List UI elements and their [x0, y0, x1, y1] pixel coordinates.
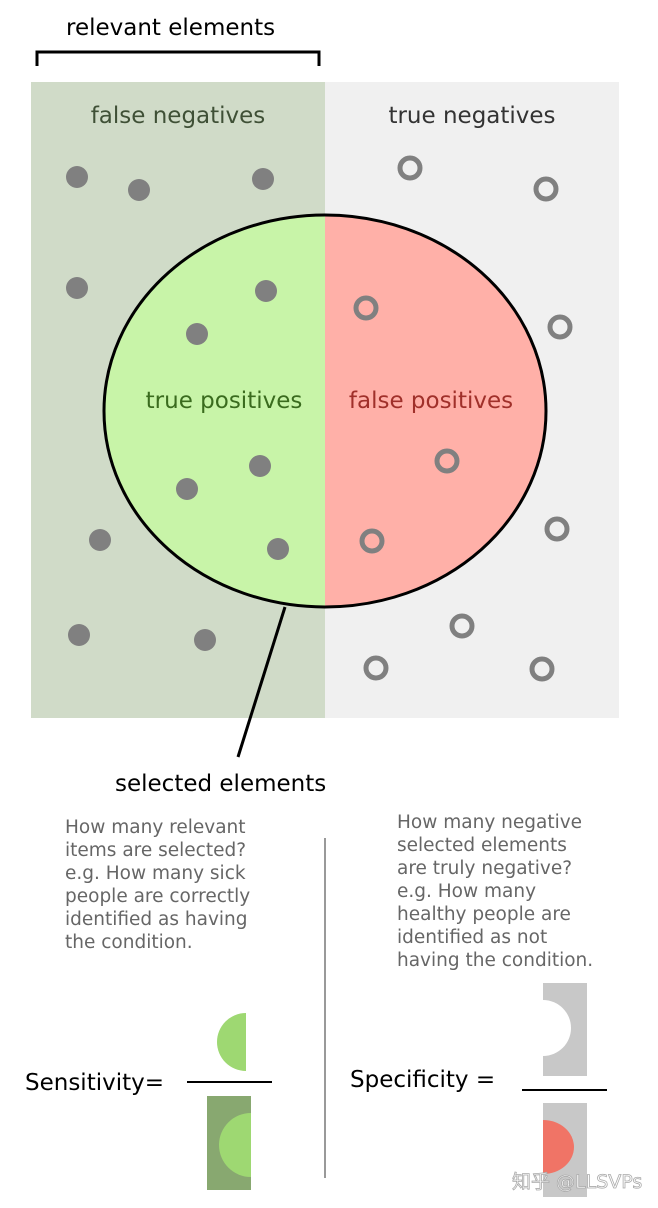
selected-elements-label: selected elements — [115, 771, 326, 797]
description-line: items are selected? — [65, 840, 246, 861]
description-line: e.g. How many — [397, 881, 536, 902]
true-negatives-label: true negatives — [388, 103, 555, 129]
relevant-item-dot — [252, 168, 274, 190]
description-line: identified as having — [65, 909, 248, 930]
relevant-item-dot — [267, 538, 289, 560]
description-line: the condition. — [65, 932, 193, 953]
irrelevant-item-ring — [434, 448, 460, 474]
irrelevant-item-ring — [529, 656, 555, 682]
relevant-bracket — [35, 50, 321, 66]
specificity-denominator-half-circle — [543, 1120, 574, 1174]
sensitivity-denominator-half-circle — [219, 1113, 251, 1177]
irrelevant-item-ring — [547, 314, 573, 340]
false-positives-label: false positives — [349, 388, 513, 414]
selected-pointer-line — [236, 606, 287, 758]
description-line: identified as not — [397, 927, 547, 948]
false-negatives-label: false negatives — [91, 103, 266, 129]
watermark: 知乎 @LLSVPs — [512, 1171, 642, 1193]
relevant-item-dot — [128, 179, 150, 201]
true-positive-area — [104, 215, 325, 607]
false-positive-area — [325, 215, 546, 607]
description-line: selected elements — [397, 835, 567, 856]
irrelevant-item-ring — [363, 655, 389, 681]
sensitivity-numerator-half-circle — [217, 1013, 246, 1071]
relevant-item-dot — [66, 277, 88, 299]
relevant-item-dot — [66, 166, 88, 188]
relevant-item-dot — [89, 529, 111, 551]
description-line: How many negative — [397, 812, 582, 833]
description-line: having the condition. — [397, 950, 593, 971]
relevant-item-dot — [194, 629, 216, 651]
irrelevant-item-ring — [449, 613, 475, 639]
irrelevant-item-ring — [353, 295, 379, 321]
description-line: are truly negative? — [397, 858, 572, 879]
true-positives-label: true positives — [146, 388, 303, 414]
relevant-elements-label: relevant elements — [66, 15, 275, 41]
relevant-item-dot — [176, 478, 198, 500]
irrelevant-item-ring — [397, 155, 423, 181]
specificity-label: Specificity = — [350, 1067, 495, 1093]
irrelevant-item-ring — [544, 516, 570, 542]
relevant-item-dot — [186, 323, 208, 345]
irrelevant-item-ring — [359, 528, 385, 554]
description-line: e.g. How many sick — [65, 863, 246, 884]
specificity-numerator-half-circle — [543, 1000, 571, 1056]
description-line: healthy people are — [397, 904, 571, 925]
description-line: How many relevant — [65, 817, 246, 838]
relevant-item-dot — [249, 455, 271, 477]
relevant-item-dot — [255, 280, 277, 302]
irrelevant-item-ring — [533, 176, 559, 202]
sensitivity-label: Sensitivity= — [25, 1070, 164, 1096]
relevant-item-dot — [68, 624, 90, 646]
description-line: people are correctly — [65, 886, 250, 907]
selected-ellipse — [102, 213, 548, 609]
